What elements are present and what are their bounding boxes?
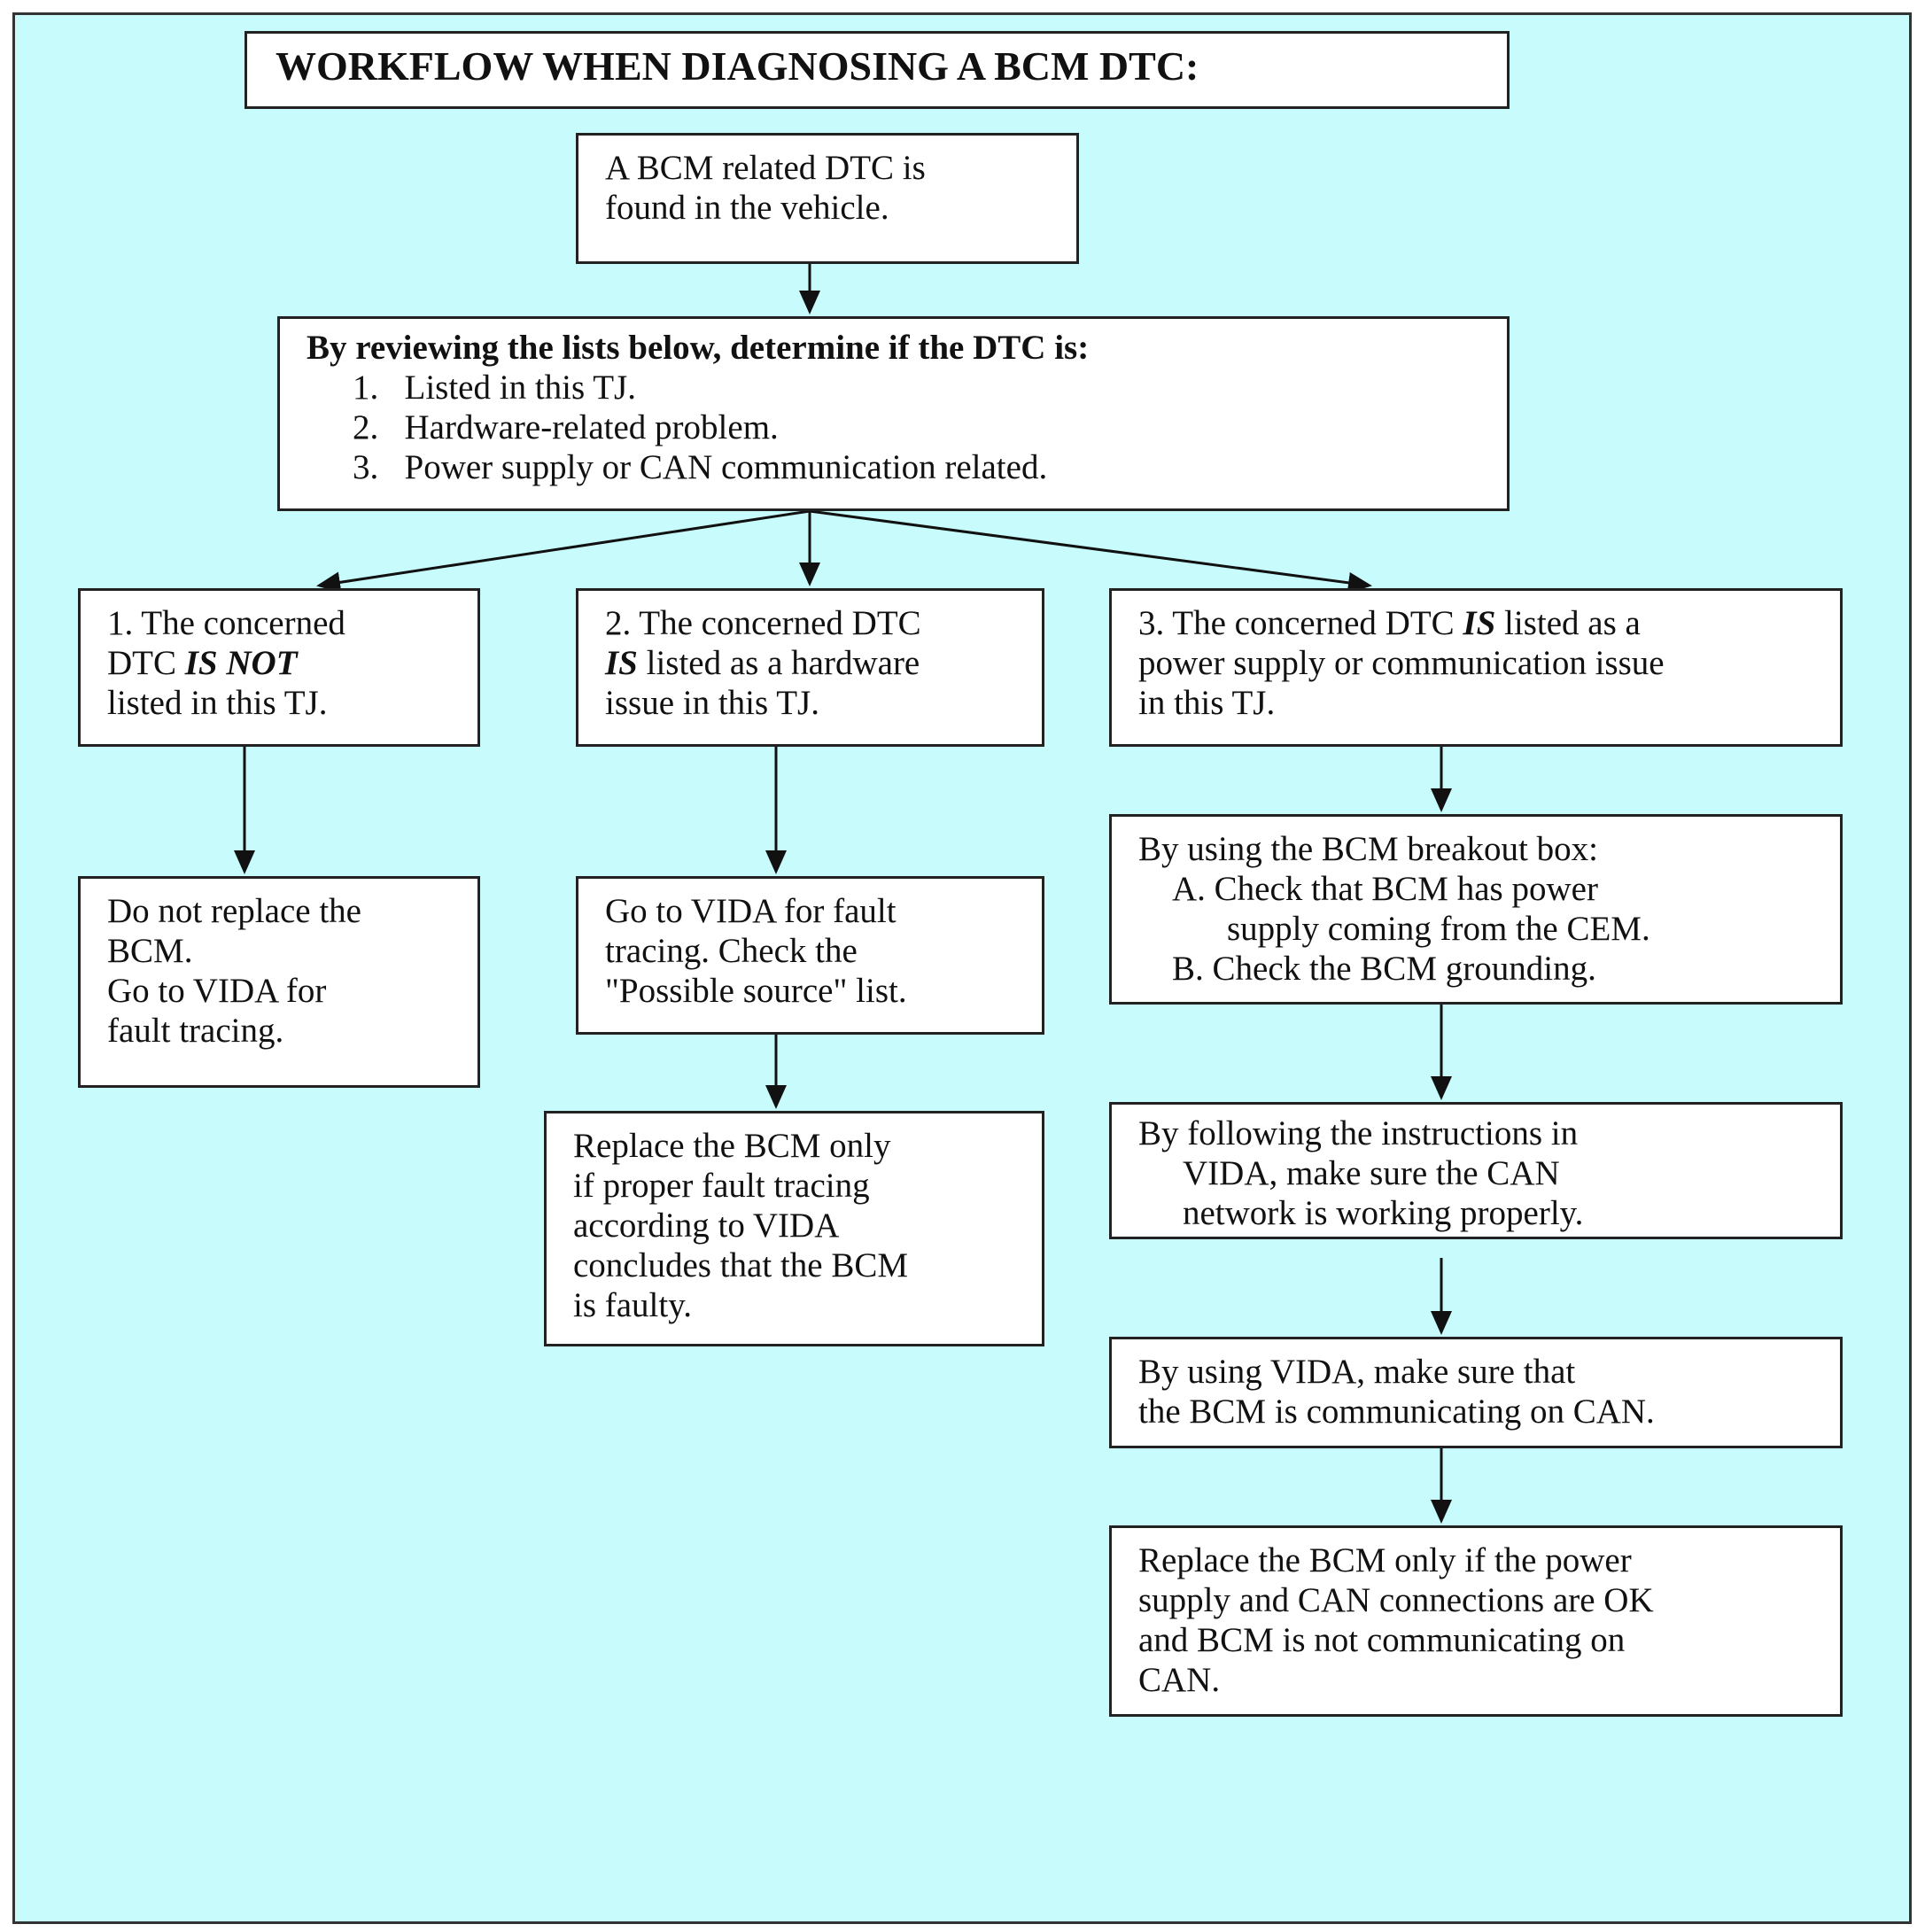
action2-line: tracing. Check the	[605, 932, 858, 970]
review-heading: By reviewing the lists below, determine …	[307, 329, 1090, 367]
action1-line: fault tracing.	[107, 1012, 284, 1050]
replace2-line: if proper fault tracing	[573, 1167, 870, 1205]
start-line: A BCM related DTC is	[605, 149, 926, 187]
action1-line: Do not replace the	[107, 892, 361, 930]
case2-line: issue in this TJ.	[605, 684, 819, 722]
can-line: By following the instructions in	[1138, 1114, 1579, 1152]
communicating-box: By using VIDA, make sure that the BCM is…	[1109, 1337, 1843, 1448]
replace2-line: according to VIDA	[573, 1207, 840, 1245]
case1-line: 1. The concerned	[107, 604, 345, 642]
arrow-review-to-case3	[809, 509, 1372, 594]
review-item: 3. Power supply or CAN communication rel…	[353, 448, 1048, 486]
communicating-line: the BCM is communicating on CAN.	[1138, 1393, 1655, 1431]
replace3-line: and BCM is not communicating on	[1138, 1621, 1626, 1659]
case2-emphasis: IS	[605, 644, 638, 682]
action2-line: Go to VIDA for fault	[605, 892, 897, 930]
case1-action-box: Do not replace the BCM. Go to VIDA for f…	[78, 876, 480, 1088]
action1-line: BCM.	[107, 932, 193, 970]
case2-line: 2. The concerned DTC	[605, 604, 921, 642]
case2-line: listed as a hardware	[637, 644, 920, 682]
replace3-line: CAN.	[1138, 1661, 1221, 1699]
case3-emphasis: IS	[1463, 604, 1496, 642]
case1-line: listed in this TJ.	[107, 684, 328, 722]
case3-line: in this TJ.	[1138, 684, 1276, 722]
case3-box: 3. The concerned DTC IS listed as a powe…	[1109, 588, 1843, 747]
review-item: 1. Listed in this TJ.	[353, 369, 636, 407]
replace3-line: Replace the BCM only if the power	[1138, 1541, 1632, 1579]
case1-line: DTC	[107, 644, 185, 682]
case2-box: 2. The concerned DTC IS listed as a hard…	[576, 588, 1044, 747]
replace2-line: is faulty.	[573, 1286, 692, 1324]
breakout-line: B. Check the BCM grounding.	[1172, 950, 1596, 988]
can-line: network is working properly.	[1183, 1194, 1584, 1232]
diagram-title: WORKFLOW WHEN DIAGNOSING A BCM DTC:	[245, 31, 1510, 109]
review-item: 2. Hardware-related problem.	[353, 408, 779, 446]
arrow-review-to-case1	[316, 509, 811, 594]
action2-line: "Possible source" list.	[605, 972, 907, 1010]
can-line: VIDA, make sure the CAN	[1183, 1154, 1560, 1192]
case1-emphasis: IS NOT	[184, 644, 298, 682]
case2-replace-box: Replace the BCM only if proper fault tra…	[544, 1111, 1044, 1346]
start-box: A BCM related DTC is found in the vehicl…	[576, 133, 1079, 264]
replace2-line: concludes that the BCM	[573, 1246, 909, 1284]
action1-line: Go to VIDA for	[107, 972, 327, 1010]
case3-line: power supply or communication issue	[1138, 644, 1665, 682]
start-line: found in the vehicle.	[605, 189, 889, 227]
breakout-line: A. Check that BCM has power	[1172, 870, 1598, 908]
case2-action-box: Go to VIDA for fault tracing. Check the …	[576, 876, 1044, 1035]
case3-line: listed as a	[1495, 604, 1641, 642]
can-network-box: By following the instructions in VIDA, m…	[1109, 1102, 1843, 1239]
case3-replace-box: Replace the BCM only if the power supply…	[1109, 1525, 1843, 1717]
breakout-line: supply coming from the CEM.	[1227, 910, 1650, 948]
review-box: By reviewing the lists below, determine …	[277, 316, 1510, 511]
replace2-line: Replace the BCM only	[573, 1127, 891, 1165]
breakout-box: By using the BCM breakout box: A. Check …	[1109, 814, 1843, 1005]
case1-box: 1. The concerned DTC IS NOT listed in th…	[78, 588, 480, 747]
case3-line: 3. The concerned DTC	[1138, 604, 1463, 642]
replace3-line: supply and CAN connections are OK	[1138, 1581, 1654, 1619]
communicating-line: By using VIDA, make sure that	[1138, 1353, 1576, 1391]
breakout-line: By using the BCM breakout box:	[1138, 830, 1598, 868]
